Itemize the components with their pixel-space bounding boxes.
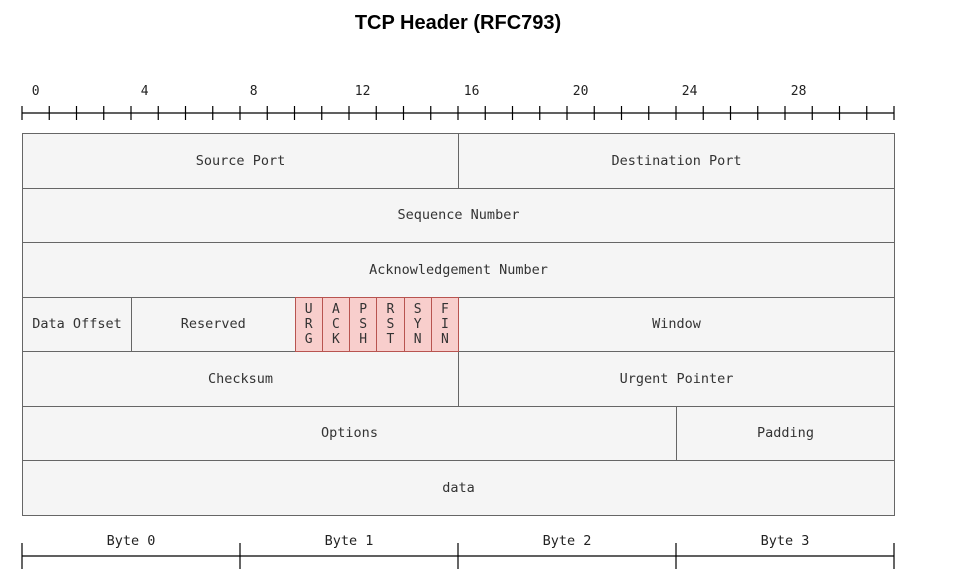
flag-label: FIN: [440, 301, 449, 347]
field-sequence-number: Sequence Number: [22, 187, 895, 243]
field-urgent-pointer: Urgent Pointer: [458, 351, 895, 407]
flag-ack: ACK: [321, 296, 350, 352]
diagram-title: TCP Header (RFC793): [354, 12, 562, 34]
flag-label: SYN: [413, 301, 422, 347]
bit-label: 12: [354, 84, 371, 99]
flag-label: ACK: [331, 301, 340, 347]
field-options: Options: [22, 405, 677, 461]
field-source-port: Source Port: [22, 133, 459, 189]
flag-label: URG: [304, 301, 313, 347]
byte-label: Byte 0: [106, 533, 156, 549]
header-row: Acknowledgement Number: [22, 242, 895, 298]
field-padding: Padding: [676, 405, 895, 461]
flag-fin: FIN: [430, 296, 459, 352]
flag-label: PSH: [359, 301, 368, 347]
bit-label: 28: [790, 84, 807, 99]
byte-label: Byte 3: [760, 533, 810, 549]
bit-label: 0: [31, 84, 40, 99]
field-checksum: Checksum: [22, 351, 459, 407]
bit-label: 4: [140, 84, 149, 99]
field-destination-port: Destination Port: [458, 133, 895, 189]
flag-rst: RST: [376, 296, 405, 352]
bit-label: 8: [249, 84, 258, 99]
field-acknowledgement-number: Acknowledgement Number: [22, 242, 895, 298]
header-row: Sequence Number: [22, 187, 895, 243]
flag-syn: SYN: [403, 296, 432, 352]
byte-label: Byte 2: [542, 533, 592, 549]
bit-label: 24: [681, 84, 698, 99]
byte-label: Byte 1: [324, 533, 374, 549]
bit-label: 16: [463, 84, 480, 99]
flag-psh: PSH: [349, 296, 378, 352]
flag-urg: URG: [294, 296, 323, 352]
field-window: Window: [458, 296, 895, 352]
flag-label: RST: [386, 301, 395, 347]
header-row: data: [22, 460, 895, 516]
field-reserved: Reserved: [131, 296, 296, 352]
field-data: data: [22, 460, 895, 516]
bit-label: 20: [572, 84, 589, 99]
field-data-offset: Data Offset: [22, 296, 132, 352]
